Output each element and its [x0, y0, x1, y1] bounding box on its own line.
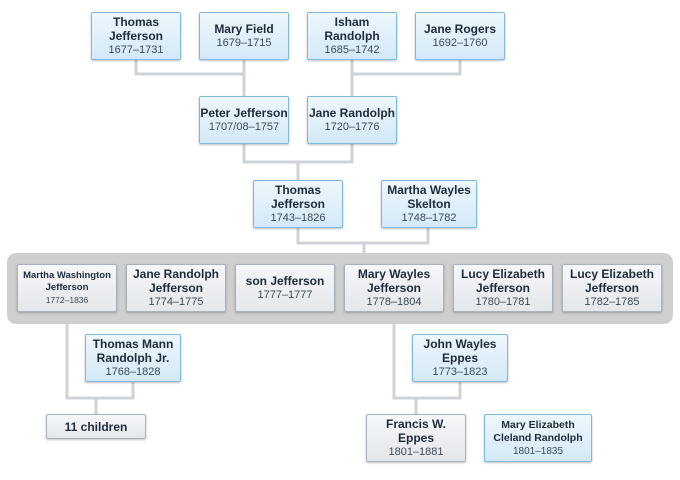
- person-name: Lucy Elizabeth Jefferson: [460, 267, 546, 295]
- person-lucy-elizabeth-jefferson-2[interactable]: Lucy Elizabeth Jefferson 1782–1785: [562, 264, 662, 312]
- person-name: Isham Randolph: [324, 15, 380, 43]
- person-jane-rogers[interactable]: Jane Rogers 1692–1760: [415, 12, 505, 60]
- person-dates: 1692–1760: [432, 37, 488, 49]
- person-dates: 1685–1742: [324, 44, 380, 56]
- person-dates: 1677–1731: [108, 44, 164, 56]
- person-mary-elizabeth-cleland-randolph[interactable]: Mary Elizabeth Cleland Randolph 1801–183…: [484, 414, 592, 462]
- person-peter-jefferson[interactable]: Peter Jefferson 1707/08–1757: [199, 96, 289, 144]
- person-name: Mary Field: [214, 22, 274, 36]
- person-name: Mary Elizabeth Cleland Randolph: [493, 418, 583, 444]
- person-name: Lucy Elizabeth Jefferson: [569, 267, 655, 295]
- person-name: Martha Wayles Skelton: [387, 183, 471, 211]
- person-son-jefferson[interactable]: son Jefferson 1777–1777: [235, 264, 335, 312]
- person-dates: 1782–1785: [584, 296, 640, 308]
- person-dates: 1679–1715: [216, 37, 272, 49]
- person-dates: 1720–1776: [324, 121, 380, 133]
- person-dates: 1748–1782: [401, 212, 457, 224]
- person-dates: 1801–1835: [512, 445, 564, 457]
- person-thomas-jefferson-sr[interactable]: Thomas Jefferson 1677–1731: [91, 12, 181, 60]
- person-dates: 1772–1836: [45, 295, 89, 305]
- person-name: Thomas Mann Randolph Jr.: [92, 337, 174, 365]
- person-isham-randolph[interactable]: Isham Randolph 1685–1742: [307, 12, 397, 60]
- person-name: Thomas Jefferson: [270, 183, 326, 211]
- person-martha-washington-jefferson[interactable]: Martha Washington Jefferson 1772–1836: [17, 264, 117, 312]
- person-dates: 1774–1775: [148, 296, 204, 308]
- person-dates: 1768–1828: [105, 366, 161, 378]
- person-name: Mary Wayles Jefferson: [357, 267, 431, 295]
- person-thomas-mann-randolph-jr[interactable]: Thomas Mann Randolph Jr. 1768–1828: [85, 334, 181, 382]
- eleven-children-node[interactable]: 11 children: [46, 414, 146, 439]
- person-thomas-jefferson[interactable]: Thomas Jefferson 1743–1826: [253, 180, 343, 228]
- person-dates: 1707/08–1757: [208, 121, 280, 133]
- person-name: Martha Washington Jefferson: [23, 270, 111, 293]
- person-name: 11 children: [64, 419, 128, 434]
- person-mary-wayles-jefferson[interactable]: Mary Wayles Jefferson 1778–1804: [344, 264, 444, 312]
- person-name: Jane Randolph Jefferson: [132, 267, 219, 295]
- person-jane-randolph[interactable]: Jane Randolph 1720–1776: [307, 96, 397, 144]
- person-martha-wayles-skelton[interactable]: Martha Wayles Skelton 1748–1782: [381, 180, 477, 228]
- person-name: Jane Rogers: [423, 22, 497, 36]
- person-dates: 1743–1826: [270, 212, 326, 224]
- person-mary-field[interactable]: Mary Field 1679–1715: [199, 12, 289, 60]
- person-name: Francis W. Eppes: [385, 417, 447, 445]
- person-francis-w-eppes[interactable]: Francis W. Eppes 1801–1881: [366, 414, 466, 462]
- person-dates: 1801–1881: [388, 446, 444, 458]
- person-jane-randolph-jefferson[interactable]: Jane Randolph Jefferson 1774–1775: [126, 264, 226, 312]
- person-name: Peter Jefferson: [200, 106, 288, 120]
- person-john-wayles-eppes[interactable]: John Wayles Eppes 1773–1823: [412, 334, 508, 382]
- person-name: John Wayles Eppes: [423, 337, 497, 365]
- person-dates: 1780–1781: [475, 296, 531, 308]
- person-dates: 1773–1823: [432, 366, 488, 378]
- person-lucy-elizabeth-jefferson-1[interactable]: Lucy Elizabeth Jefferson 1780–1781: [453, 264, 553, 312]
- person-dates: 1777–1777: [257, 289, 313, 301]
- person-name: Thomas Jefferson: [108, 15, 164, 43]
- person-name: son Jefferson: [245, 274, 325, 288]
- person-name: Jane Randolph: [308, 106, 395, 120]
- person-dates: 1778–1804: [366, 296, 422, 308]
